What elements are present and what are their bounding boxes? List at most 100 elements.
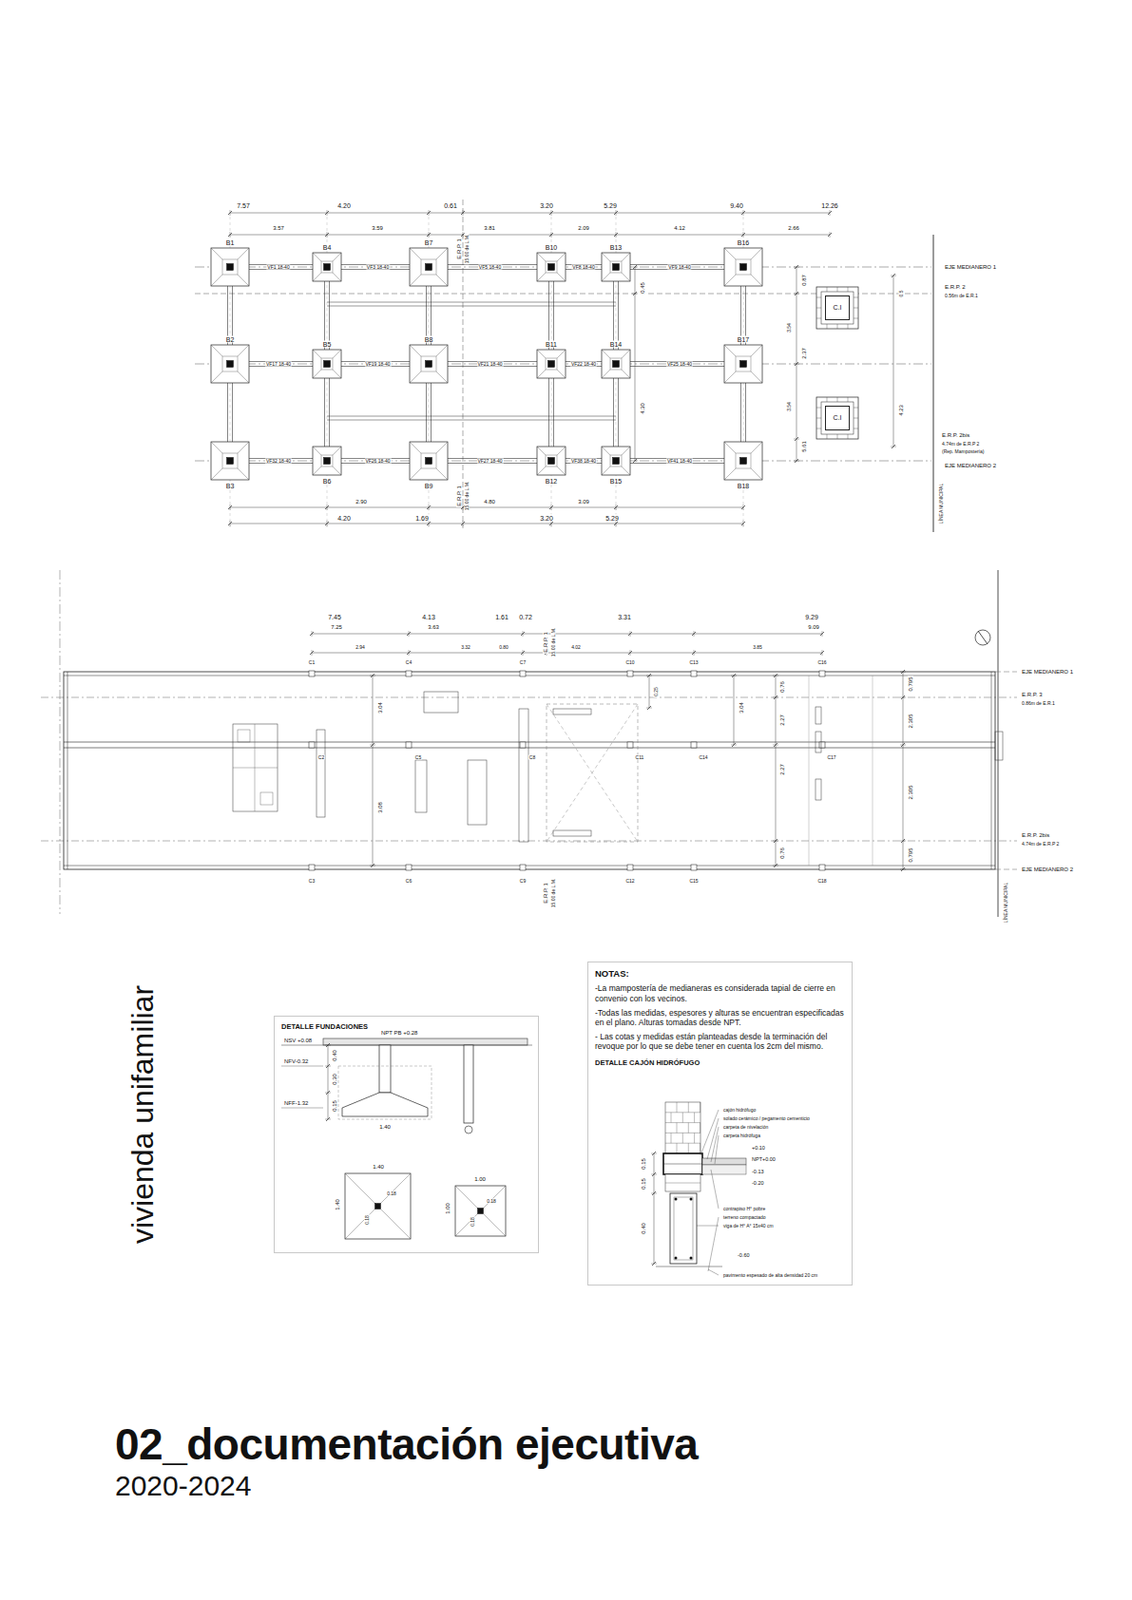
footing-slope <box>211 441 250 480</box>
column-name: C6 <box>404 879 413 884</box>
detail-label: -0.13 <box>750 1170 766 1176</box>
waterproof-box <box>663 1153 703 1175</box>
footing-section <box>342 1093 428 1117</box>
dimension-tick <box>794 265 799 269</box>
footing-slope <box>312 446 342 476</box>
dimension-label: 3.31 <box>616 613 633 621</box>
axis-reference: 15.00 de L.M. <box>464 233 470 266</box>
dimension-tick <box>822 631 824 637</box>
dimension-label: 4.02 <box>570 645 582 651</box>
dimension-label: 4.20 <box>336 202 352 210</box>
excavation <box>338 1066 432 1120</box>
dimension-tick <box>426 211 431 215</box>
detail-label: NFV-0.32 <box>283 1058 309 1065</box>
detail-label: 0.18 <box>470 1216 476 1228</box>
dimension-tick <box>462 504 464 511</box>
brick-wall <box>665 1174 701 1192</box>
footing <box>601 446 631 476</box>
footing <box>409 345 448 384</box>
dimension-tick <box>901 743 905 748</box>
dimension-tick <box>827 232 832 237</box>
footing-slope <box>601 446 631 476</box>
brick-joint <box>688 1102 690 1113</box>
dimension-tick <box>522 631 524 637</box>
node-heading: C.I <box>833 414 843 423</box>
dimension-tick <box>647 673 652 678</box>
footing-slope <box>211 345 250 384</box>
brick-joint <box>671 1112 672 1124</box>
dimension-tick <box>325 521 329 526</box>
axis-reference: E.R.P. 1 <box>456 237 462 261</box>
leader-line <box>700 1110 719 1156</box>
column-name: C1 <box>307 660 316 666</box>
municipal-line <box>997 570 999 918</box>
dimension-tick <box>551 231 553 238</box>
dimension-label: 7.45 <box>326 613 343 621</box>
dimension-tick <box>326 1091 330 1095</box>
footing-slope <box>724 345 763 384</box>
brick-wall <box>665 1102 701 1154</box>
footing-slope <box>537 446 566 476</box>
axis-label: EJE MEDIANERO 2 <box>1020 866 1075 873</box>
dimension-tick <box>462 231 464 238</box>
dimension-tick <box>615 231 617 238</box>
dimension-tick <box>326 504 328 511</box>
axis-label: 0.56m de E.R.1 <box>943 293 979 299</box>
fixture <box>815 779 822 801</box>
dimension-tick <box>230 231 231 238</box>
footing-slope <box>601 252 631 282</box>
dimension-tick <box>462 520 464 527</box>
column <box>819 742 826 749</box>
footing-base <box>735 453 751 469</box>
dimension-line <box>893 275 895 447</box>
dimension-tick <box>520 632 525 636</box>
dimension-tick <box>646 708 653 710</box>
dimension-tick <box>460 521 465 526</box>
dimension-label: 0.795 <box>907 675 914 692</box>
rebar <box>674 1198 678 1202</box>
dimension-tick <box>743 231 745 238</box>
axis-line <box>462 199 464 529</box>
dimension-tick <box>326 1117 330 1122</box>
dimension-label: 2.37 <box>801 346 807 361</box>
detail-label: 1.00 <box>444 1202 451 1216</box>
dimension-label: 0.61 <box>442 202 459 210</box>
foundation-plan <box>194 199 934 533</box>
dimension-line <box>634 267 636 461</box>
footing-slope <box>537 349 566 379</box>
dimension-tick <box>230 520 231 527</box>
dimension-label: 3.85 <box>751 645 764 651</box>
wall <box>991 671 993 870</box>
column <box>227 458 234 465</box>
column <box>308 864 315 871</box>
pedestal <box>379 1045 391 1094</box>
footing-base <box>610 455 622 467</box>
rebar <box>674 1257 678 1261</box>
brick-joint <box>837 397 839 403</box>
fixture <box>260 792 273 806</box>
dimension-tick <box>630 631 632 637</box>
dimension-tick <box>408 631 410 637</box>
detail-label: NFF-1.32 <box>283 1100 309 1107</box>
dimension-tick <box>890 275 897 277</box>
dimension-tick <box>743 504 745 511</box>
axis-label: E.R.P. 2bis <box>940 432 971 439</box>
footing <box>211 248 250 287</box>
footing-name: B13 <box>609 244 623 251</box>
footing-name: B4 <box>322 244 333 251</box>
dimension-tick <box>652 1262 656 1267</box>
dimension-tick <box>773 695 778 700</box>
column-name: C12 <box>624 879 635 884</box>
footing-name: B3 <box>225 482 236 490</box>
brick-joint <box>665 1183 701 1185</box>
dimension-tick <box>551 520 553 527</box>
dimension-tick <box>693 650 695 656</box>
dimension-tick <box>793 267 800 269</box>
column-name: C13 <box>688 660 699 666</box>
footing-base <box>545 261 557 273</box>
chamber-wall <box>821 291 854 325</box>
pile <box>463 1045 474 1124</box>
column <box>627 864 634 871</box>
dimension-tick <box>794 459 799 463</box>
side-title: vivienda unifamiliar <box>127 984 158 1246</box>
